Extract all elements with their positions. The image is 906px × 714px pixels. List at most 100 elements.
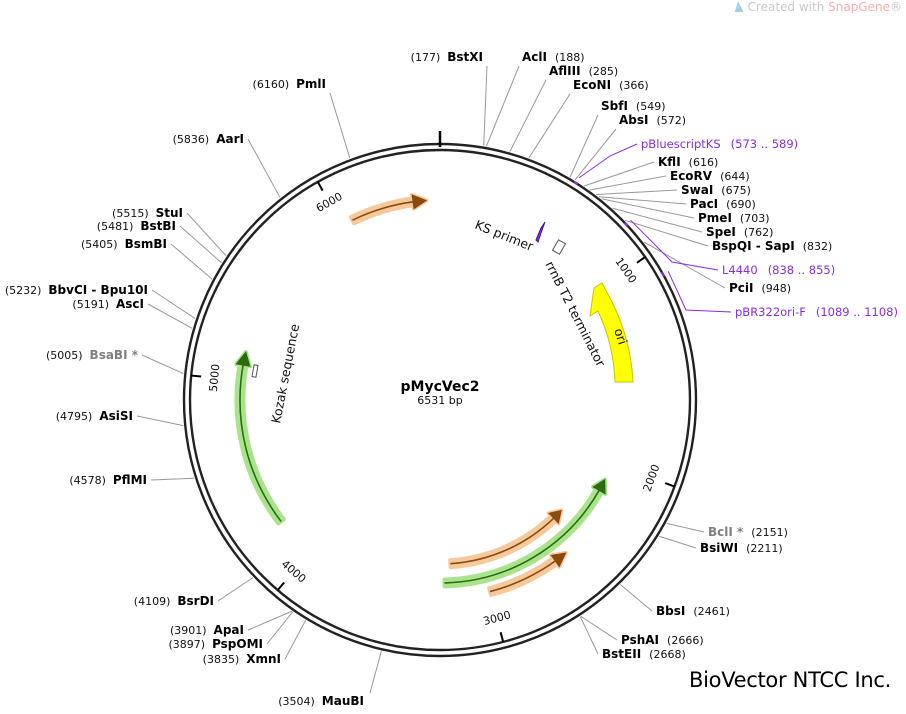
restriction-site-bstbi[interactable]: BstBI(5481) xyxy=(97,219,176,233)
feature-arc-halo xyxy=(442,477,608,589)
feature-arc[interactable] xyxy=(444,490,600,584)
primer-range: (573 .. 589) xyxy=(731,137,799,151)
feature-arc[interactable] xyxy=(450,517,555,565)
site-leader-line xyxy=(329,92,351,159)
site-leader-line xyxy=(369,651,382,694)
tick-mark xyxy=(276,581,285,591)
restriction-site-bbvci-bpu10i[interactable]: BbvCI - Bpu10I(5232) xyxy=(5,283,148,297)
restriction-site-asisi[interactable]: AsiSI(4795) xyxy=(56,409,133,423)
feature-arc[interactable] xyxy=(489,560,556,593)
site-name: EcoNI xyxy=(573,78,611,92)
restriction-site-ecorv[interactable]: EcoRV(644) xyxy=(670,169,750,183)
primer-pbr322ori-f[interactable]: pBR322ori-F(1089 .. 1108) xyxy=(735,305,898,319)
feature-kozak-sequence[interactable]: Kozak sequence xyxy=(251,322,302,425)
tick-label: 6000 xyxy=(314,190,345,215)
company-name: BioVector NTCC Inc. xyxy=(689,668,892,692)
site-leader-line xyxy=(266,611,294,645)
site-name: PshAI xyxy=(621,633,659,647)
restriction-site-apai[interactable]: ApaI (3901) xyxy=(170,623,244,637)
site-leader-line xyxy=(612,207,703,233)
restriction-site-asci[interactable]: AscI(5191) xyxy=(72,297,144,311)
restriction-site-bstxi[interactable]: BstXI(177) xyxy=(411,50,483,64)
site-name: AbsI xyxy=(619,113,648,127)
tick-mark xyxy=(191,374,202,378)
site-position: (5232) xyxy=(5,284,42,297)
site-leader-line xyxy=(601,198,695,219)
restriction-site-aari[interactable]: AarI(5836) xyxy=(173,132,244,146)
feature-arrowhead xyxy=(592,478,606,495)
site-name: EcoRV xyxy=(670,169,713,183)
restriction-site-absi[interactable]: AbsI(572) xyxy=(619,113,686,127)
feature-ori[interactable]: ori xyxy=(589,282,634,383)
site-name: AarI xyxy=(216,132,244,146)
watermark-suffix: ® xyxy=(890,0,902,14)
ks-primer-label: KS primer xyxy=(473,217,537,254)
site-name: BsiWI xyxy=(700,541,738,555)
feature-arc[interactable] xyxy=(352,201,414,221)
plasmid-center-label: pMycVec2 6531 bp xyxy=(401,379,480,407)
site-leader-line xyxy=(569,114,599,178)
restriction-site-bspqi-sapi[interactable]: BspQI - SapI(832) xyxy=(712,239,832,253)
restriction-site-kfli[interactable]: KflI(616) xyxy=(658,155,718,169)
restriction-site-swai[interactable]: SwaI(675) xyxy=(681,183,751,197)
site-name: BsaBI * xyxy=(90,348,139,362)
site-name: AclI xyxy=(522,50,547,64)
site-leader-line xyxy=(643,241,726,289)
site-position: (616) xyxy=(689,156,719,169)
restriction-site-pmei[interactable]: PmeI(703) xyxy=(698,211,770,225)
site-leader-line xyxy=(136,415,184,427)
restriction-site-bsrdi[interactable]: BsrDI(4109) xyxy=(134,594,214,608)
restriction-site-bcli[interactable]: BclI *(2151) xyxy=(708,525,788,539)
primer-name: pBluescriptKS xyxy=(641,137,721,151)
restriction-site-xmni[interactable]: XmnI(3835) xyxy=(203,652,281,666)
site-leader-line xyxy=(625,219,709,247)
site-name: StuI xyxy=(156,206,183,220)
restriction-site-bsteii[interactable]: BstEII(2668) xyxy=(602,647,686,661)
restriction-site-pflmi[interactable]: PflMI(4578) xyxy=(69,473,147,487)
watermark-prefix: Created with xyxy=(747,0,829,14)
site-name: PmeI xyxy=(698,211,732,225)
restriction-site-pshai[interactable]: PshAI(2666) xyxy=(621,633,704,647)
restriction-site-bsabi[interactable]: BsaBI * (5005) xyxy=(46,348,139,362)
primer-l4440[interactable]: L4440(838 .. 855) xyxy=(722,263,835,277)
restriction-site-econi[interactable]: EcoNI (366) xyxy=(573,78,649,92)
site-position: (5191) xyxy=(72,298,109,311)
tick-mark xyxy=(664,482,675,488)
feature-ks-primer[interactable]: KS primer xyxy=(473,217,546,254)
restriction-site-afliii[interactable]: AflIII(285) xyxy=(549,64,618,78)
primer-labels: pBluescriptKS (573 .. 589) L4440(838 .. 85… xyxy=(573,137,898,319)
site-name: ApaI xyxy=(214,623,244,637)
site-position: (4109) xyxy=(134,595,171,608)
restriction-site-sbfi[interactable]: SbfI(549) xyxy=(601,99,666,113)
site-leader-line xyxy=(170,243,213,280)
tick-label: 4000 xyxy=(279,557,309,585)
site-position: (5005) xyxy=(46,349,83,362)
primer-pbluescriptks[interactable]: pBluescriptKS (573 .. 589) xyxy=(641,137,798,151)
restriction-site-pcii[interactable]: PciI(948) xyxy=(729,281,791,295)
site-position: (4578) xyxy=(69,474,106,487)
site-leader-line xyxy=(179,225,222,264)
feature-arcs xyxy=(234,192,608,597)
kozak-label: Kozak sequence xyxy=(268,322,302,424)
restriction-site-bbsi[interactable]: BbsI(2461) xyxy=(656,604,730,618)
watermark-brand: SnapGene xyxy=(828,0,890,14)
restriction-site-spei[interactable]: SpeI(762) xyxy=(706,225,773,239)
site-position: (3504) xyxy=(278,695,315,708)
restriction-site-pmli[interactable]: PmlI(6160) xyxy=(253,77,326,91)
restriction-site-maubi[interactable]: MauBI(3504) xyxy=(278,694,364,708)
restriction-site-bsmbi[interactable]: BsmBI(5405) xyxy=(81,237,167,251)
restriction-site-bsiwi[interactable]: BsiWI(2211) xyxy=(700,541,783,555)
feature-arrowhead xyxy=(550,552,567,568)
site-position: (3901) xyxy=(170,624,207,637)
restriction-site-paci[interactable]: PacI(690) xyxy=(690,197,756,211)
restriction-site-stui[interactable]: StuI(5515) xyxy=(112,206,183,220)
plasmid-backbone xyxy=(182,131,698,658)
site-leader-line xyxy=(186,212,227,257)
feature-arc[interactable] xyxy=(239,365,282,522)
site-position: (366) xyxy=(619,79,649,92)
restriction-site-acli[interactable]: AclI(188) xyxy=(522,50,585,64)
site-position: (948) xyxy=(762,282,792,295)
site-leader-line xyxy=(485,65,520,147)
restriction-site-pspomi[interactable]: PspOMI(3897) xyxy=(168,637,263,651)
